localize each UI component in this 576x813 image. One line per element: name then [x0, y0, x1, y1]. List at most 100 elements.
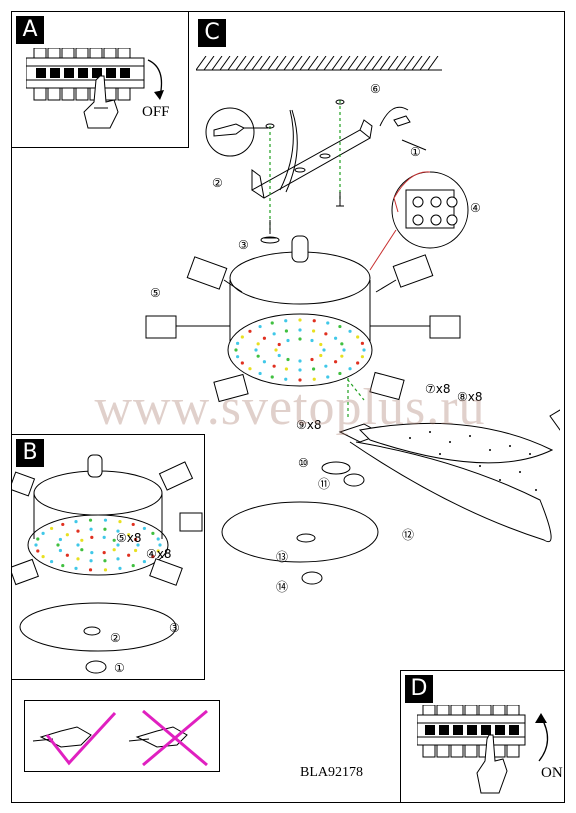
led-dot [284, 377, 288, 381]
switch-on-label: ON [541, 765, 563, 781]
step-14-label: ⑭ [276, 580, 289, 594]
led-dot [286, 357, 290, 362]
led-dot [310, 338, 314, 343]
led-dot [112, 548, 116, 552]
step-2-label: ② [212, 176, 223, 190]
led-dot [58, 537, 63, 542]
led-dot [80, 548, 84, 552]
led-dot [360, 341, 364, 345]
led-dot [131, 563, 135, 568]
led-dot [234, 348, 238, 352]
led-dot [151, 531, 155, 535]
led-dot [298, 378, 302, 382]
led-dot [262, 336, 267, 340]
led-dot [127, 533, 131, 537]
panel-c-badge: C [198, 19, 226, 47]
step-10-label: ⑩ [298, 456, 309, 470]
led-dot [65, 533, 69, 537]
led-dot [326, 321, 330, 325]
led-dot [103, 527, 107, 531]
led-dot [312, 377, 316, 381]
led-dot [284, 319, 288, 323]
led-dot [142, 559, 147, 564]
breaker-panel-on-icon [417, 705, 526, 758]
led-dot [362, 348, 366, 352]
led-dot [61, 522, 65, 527]
led-dot [298, 318, 302, 322]
breaker-panel-icon [26, 48, 145, 101]
led-dot [41, 531, 45, 535]
hand-icon [83, 75, 119, 129]
b-step-3-label: ③ [169, 621, 180, 635]
b-step-4-label: ④x8 [146, 547, 172, 561]
led-dot [90, 535, 94, 539]
step-7-label: ⑦x8 [425, 382, 451, 396]
led-dot [90, 551, 94, 555]
led-dot [333, 336, 338, 340]
step-8-label: ⑧x8 [457, 390, 483, 404]
led-dot [136, 543, 140, 547]
led-dot [61, 563, 65, 568]
led-dot [88, 568, 93, 572]
led-dot [311, 367, 316, 371]
led-dot [322, 348, 326, 352]
handling-panel [24, 700, 220, 772]
led-dot [36, 537, 40, 541]
led-dot [312, 319, 316, 323]
panel-a: A OFF [11, 11, 189, 148]
led-dot [256, 354, 260, 358]
led-dot [338, 371, 342, 376]
wrong-handling-icon [128, 709, 208, 767]
led-dot [76, 529, 80, 533]
rotate-arrow-icon [147, 59, 164, 100]
led-dot [324, 364, 328, 368]
led-dot [340, 342, 344, 346]
b-step-5-label: ⑤x8 [116, 531, 142, 545]
step-4-label: ④ [470, 201, 481, 215]
led-dot [258, 324, 262, 329]
panel-c-diagram [145, 99, 560, 585]
led-dot [89, 527, 93, 531]
step-3-label: ③ [238, 238, 249, 252]
switch-off-label: OFF [142, 104, 170, 120]
led-dot [284, 367, 289, 371]
led-dot [254, 348, 258, 352]
led-dot [58, 548, 63, 553]
led-dot [256, 342, 260, 346]
led-dot [240, 361, 244, 365]
panel-b-diagram [12, 454, 203, 674]
led-dot [103, 559, 107, 563]
led-dot [326, 375, 330, 379]
led-dot [103, 568, 108, 572]
led-dot [156, 549, 160, 553]
led-dot [127, 553, 131, 557]
led-dot [333, 360, 338, 364]
led-dot [103, 518, 108, 522]
led-dot [156, 537, 160, 541]
led-dot [80, 538, 84, 542]
led-dot [277, 342, 281, 347]
panel-b: B ⑤x8 ④x8 ③ ② ① [11, 434, 205, 680]
led-dot [277, 353, 281, 358]
led-dot [133, 548, 138, 553]
panel-d-badge: D [405, 675, 433, 703]
led-dot [298, 337, 302, 341]
model-code: BLA92178 [300, 765, 363, 780]
manual-frame [11, 11, 565, 803]
led-dot [324, 332, 328, 336]
ceiling-hatch [196, 56, 442, 71]
led-dot [319, 342, 323, 347]
led-dot [356, 335, 360, 339]
led-dot [310, 357, 314, 362]
panel-d: D ON [400, 670, 565, 803]
led-dot [76, 543, 80, 547]
led-dot [258, 371, 262, 376]
rotate-up-arrow-icon [535, 713, 549, 762]
led-dot [298, 359, 302, 363]
led-dot [102, 535, 106, 539]
step-5-label: ⑤ [150, 286, 161, 300]
led-dot [56, 543, 60, 547]
led-dot [311, 329, 316, 333]
led-dot [49, 526, 54, 531]
led-dot [338, 324, 342, 329]
